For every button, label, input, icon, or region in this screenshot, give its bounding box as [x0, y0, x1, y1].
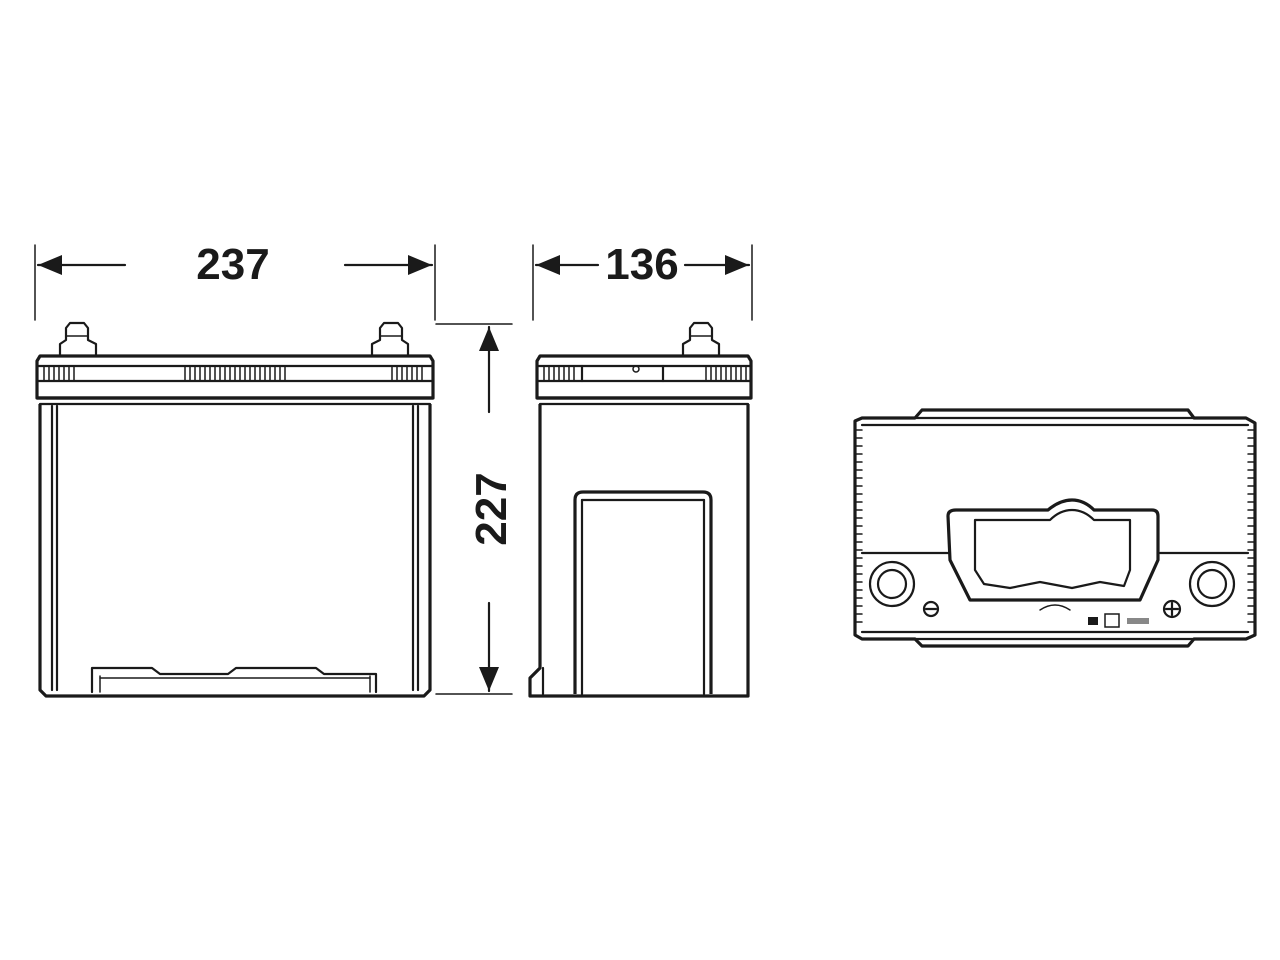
width-dimension: 136	[532, 240, 753, 321]
top-handle	[946, 498, 1160, 611]
side-case	[528, 404, 750, 698]
front-terminal-right	[370, 321, 410, 358]
top-side-ribs	[855, 429, 1255, 623]
top-terminal-right	[1188, 560, 1236, 608]
top-warning-label	[1088, 613, 1149, 628]
side-terminal	[681, 321, 721, 358]
width-arrowhead-left	[536, 255, 560, 275]
top-plus-symbol	[1162, 599, 1182, 619]
side-view	[528, 321, 753, 698]
height-value: 227	[467, 472, 516, 545]
width-value: 136	[605, 240, 678, 289]
length-dimension: 237	[34, 240, 436, 321]
width-arrowhead-right	[725, 255, 749, 275]
top-view	[853, 408, 1257, 648]
side-handle-recess	[573, 490, 713, 696]
side-lid	[535, 354, 753, 406]
height-arrowhead-top	[479, 327, 499, 351]
length-value: 237	[196, 240, 269, 289]
front-case	[38, 404, 432, 698]
front-view	[35, 321, 435, 698]
front-vent-ribs	[43, 366, 423, 381]
length-arrowhead-right	[408, 255, 432, 275]
height-dimension: 227	[435, 323, 516, 695]
top-terminal-left	[868, 560, 916, 608]
height-arrowhead-bottom	[479, 667, 499, 691]
front-terminal-left	[58, 321, 98, 358]
front-base-ledge	[90, 666, 378, 694]
top-outline	[853, 408, 1257, 648]
top-minus-symbol	[922, 600, 940, 618]
length-arrowhead-left	[38, 255, 62, 275]
side-vent-ribs	[543, 366, 747, 381]
